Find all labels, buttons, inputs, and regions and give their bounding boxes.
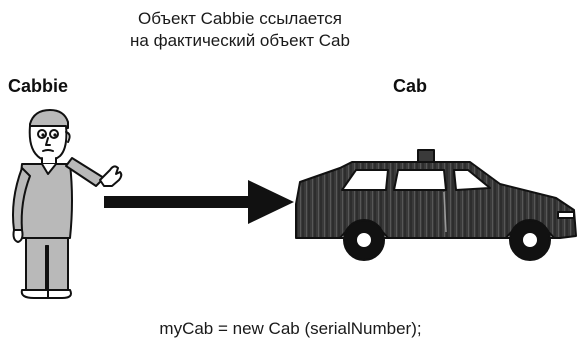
cab-label: Cab: [393, 76, 428, 96]
caption-line-1: Объект Cabbie ссылается: [138, 9, 342, 28]
person-pointing-icon: [12, 109, 123, 299]
arrow-right-icon: [104, 180, 294, 224]
cabbie-label: Cabbie: [8, 76, 69, 96]
caption-line-2: на фактический объект Cab: [130, 31, 350, 50]
taxi-car-icon: [295, 149, 577, 261]
code-snippet: myCab = new Cab (serialNumber);: [159, 319, 422, 338]
diagram-caption: Объект Cabbie ссылается на фактический о…: [60, 8, 420, 52]
